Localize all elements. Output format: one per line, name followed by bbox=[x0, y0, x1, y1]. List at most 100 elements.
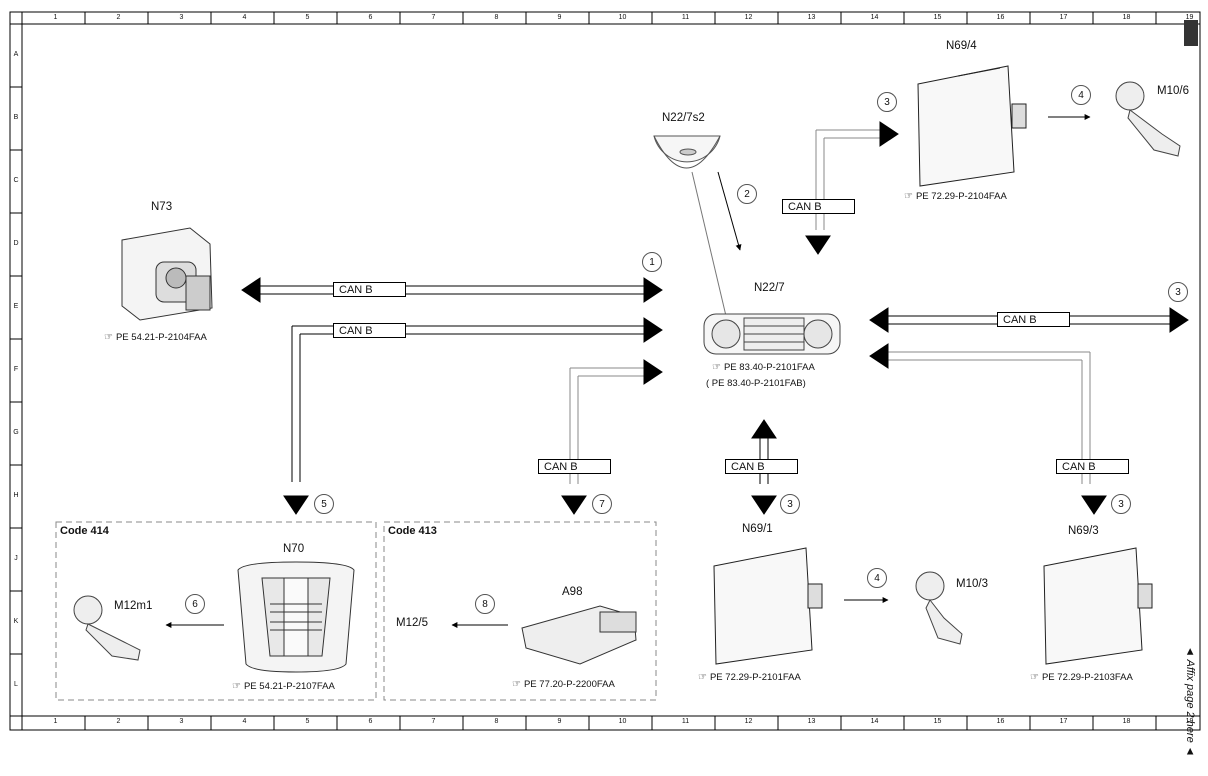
column-label: 15 bbox=[933, 14, 942, 21]
column-label: 11 bbox=[681, 718, 690, 725]
n69-1-drawing bbox=[713, 547, 823, 665]
n22-7-reference-alt: ( PE 83.40-P-2101FAB) bbox=[706, 378, 806, 389]
n69-4-reference: ☞PE 72.29-P-2104FAA bbox=[904, 191, 1007, 202]
n22-7s2-drawing bbox=[653, 135, 721, 169]
marker-3: 3 bbox=[1111, 494, 1131, 514]
column-label: 8 bbox=[494, 14, 499, 21]
column-label: 15 bbox=[933, 718, 942, 725]
column-label: 11 bbox=[681, 14, 690, 21]
pointing-hand-icon: ☞ bbox=[1030, 672, 1039, 683]
code-414-label: Code 414 bbox=[60, 525, 109, 537]
column-label: 18 bbox=[1122, 718, 1131, 725]
marker-4: 4 bbox=[867, 568, 887, 588]
n70-label: N70 bbox=[283, 543, 305, 555]
column-label: 19 bbox=[1185, 14, 1194, 21]
marker-5: 5 bbox=[314, 494, 334, 514]
column-label: 10 bbox=[618, 718, 627, 725]
n73-drawing bbox=[121, 227, 213, 321]
code-413-label: Code 413 bbox=[388, 525, 437, 537]
column-label: 9 bbox=[557, 14, 562, 21]
can-bus-n22-7-n69-1 bbox=[751, 419, 777, 515]
marker-7: 7 bbox=[592, 494, 612, 514]
row-tick-marks bbox=[10, 23, 22, 655]
thin-arrows bbox=[165, 114, 1091, 628]
can-bus-n22-7-n69-3 bbox=[869, 343, 1107, 515]
m10-6-label: M10/6 bbox=[1157, 85, 1189, 97]
column-label: 4 bbox=[242, 718, 247, 725]
a98-label: A98 bbox=[562, 586, 583, 598]
column-label: 3 bbox=[179, 718, 184, 725]
n22-7-drawing bbox=[703, 313, 841, 355]
column-label: 10 bbox=[618, 14, 627, 21]
n70-drawing bbox=[237, 561, 355, 673]
a98-drawing bbox=[521, 605, 637, 665]
column-tick-marks bbox=[21, 12, 1157, 730]
column-label: 17 bbox=[1059, 14, 1068, 21]
n69-1-label: N69/1 bbox=[742, 523, 773, 535]
n69-4-drawing bbox=[917, 65, 1027, 187]
row-label: D bbox=[13, 239, 19, 247]
column-label: 6 bbox=[368, 718, 373, 725]
corner-mark bbox=[1184, 20, 1198, 46]
can-b-label-right: CAN B bbox=[997, 312, 1070, 327]
column-label: 1 bbox=[53, 718, 58, 725]
can-b-label-n69-4: CAN B bbox=[782, 199, 855, 214]
pointing-hand-icon: ☞ bbox=[232, 681, 241, 692]
row-label: K bbox=[13, 617, 19, 625]
m10-6-drawing bbox=[1115, 81, 1181, 157]
can-bus-n70-n22-7 bbox=[283, 317, 663, 515]
column-label: 1 bbox=[53, 14, 58, 21]
column-label: 19 bbox=[1185, 718, 1194, 725]
can-b-label-n69-3: CAN B bbox=[1056, 459, 1129, 474]
pointing-hand-icon: ☞ bbox=[104, 332, 113, 343]
column-label: 4 bbox=[242, 14, 247, 21]
n22-7-label: N22/7 bbox=[754, 282, 785, 294]
column-label: 18 bbox=[1122, 14, 1131, 21]
can-bus-n73-n22-7 bbox=[241, 277, 663, 303]
column-label: 6 bbox=[368, 14, 373, 21]
row-label: G bbox=[13, 428, 19, 436]
code-413-box bbox=[383, 521, 657, 701]
column-label: 5 bbox=[305, 718, 310, 725]
row-label: C bbox=[13, 176, 19, 184]
marker-3: 3 bbox=[780, 494, 800, 514]
column-label: 14 bbox=[870, 14, 879, 21]
can-b-label-n73: CAN B bbox=[333, 282, 406, 297]
marker-6: 6 bbox=[185, 594, 205, 614]
n22-7-reference: ☞PE 83.40-P-2101FAA bbox=[712, 362, 815, 373]
column-label: 9 bbox=[557, 718, 562, 725]
column-label: 2 bbox=[116, 14, 121, 21]
n73-reference: ☞PE 54.21-P-2104FAA bbox=[104, 332, 207, 343]
column-label: 12 bbox=[744, 718, 753, 725]
column-label: 17 bbox=[1059, 718, 1068, 725]
pointing-hand-icon: ☞ bbox=[698, 672, 707, 683]
marker-4: 4 bbox=[1071, 85, 1091, 105]
column-label: 13 bbox=[807, 14, 816, 21]
code-414-box bbox=[55, 521, 377, 701]
drawing-frame bbox=[9, 11, 1201, 731]
row-label: A bbox=[13, 50, 19, 58]
marker-3: 3 bbox=[877, 92, 897, 112]
can-b-label-n70: CAN B bbox=[333, 323, 406, 338]
column-label: 7 bbox=[431, 718, 436, 725]
row-label: B bbox=[13, 113, 19, 121]
can-b-label-a98: CAN B bbox=[538, 459, 611, 474]
column-label: 13 bbox=[807, 718, 816, 725]
n69-3-reference: ☞PE 72.29-P-2103FAA bbox=[1030, 672, 1133, 683]
marker-8: 8 bbox=[475, 594, 495, 614]
row-label: F bbox=[13, 365, 19, 373]
m12m1-drawing bbox=[73, 595, 141, 661]
column-label: 7 bbox=[431, 14, 436, 21]
can-bus-a98-n22-7 bbox=[561, 359, 663, 515]
n22-7s2-label: N22/7s2 bbox=[662, 112, 705, 124]
a98-reference: ☞PE 77.20-P-2200FAA bbox=[512, 679, 615, 690]
n69-3-label: N69/3 bbox=[1068, 525, 1099, 537]
m10-3-drawing bbox=[915, 571, 963, 645]
n69-4-label: N69/4 bbox=[946, 40, 977, 52]
column-label: 3 bbox=[179, 14, 184, 21]
n70-reference: ☞PE 54.21-P-2107FAA bbox=[232, 681, 335, 692]
column-label: 14 bbox=[870, 718, 879, 725]
can-b-label-n69-1: CAN B bbox=[725, 459, 798, 474]
n69-1-reference: ☞PE 72.29-P-2101FAA bbox=[698, 672, 801, 683]
